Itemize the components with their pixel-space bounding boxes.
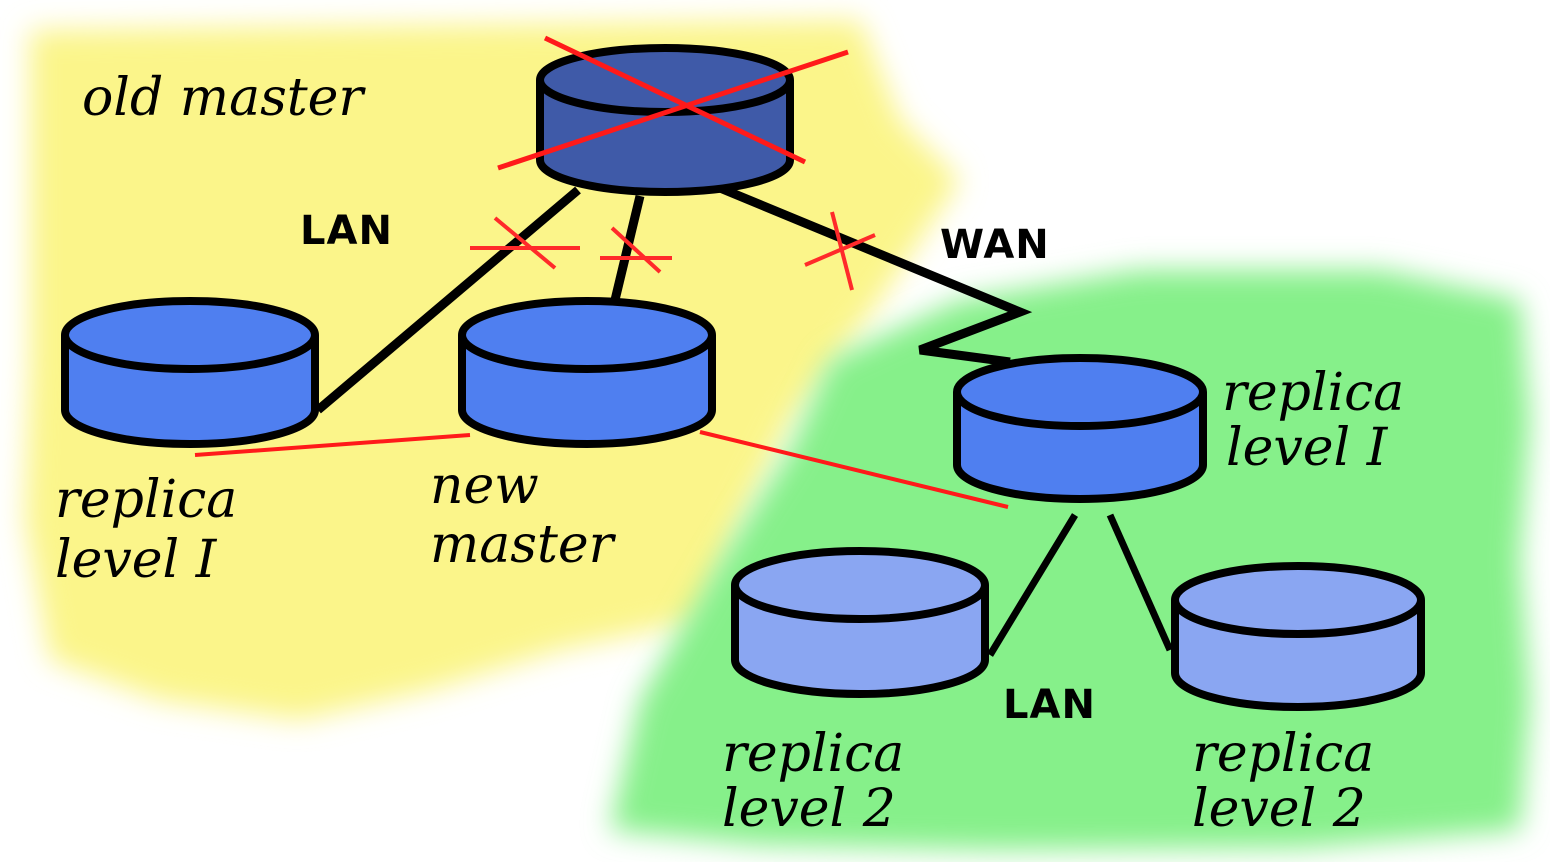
wan-link-old-to-replica-right [718,183,1033,367]
link-failure-mark-wan [804,211,876,291]
new-master-label-line2: master [430,515,617,575]
new-master-label-line1: new [430,456,539,516]
lan-label-top: LAN [300,208,393,254]
lan-link-replica-l1-to-l2-left [987,513,1078,657]
lan-label-bottom: LAN [1003,682,1096,728]
new-link-to-replica-left [194,433,471,457]
replica-level1-left-database-icon [61,297,319,448]
replica-level2-right-label-line1: replica [1192,724,1374,784]
link-failure-mark-middle [600,226,672,274]
replica-level1-right-database-icon [953,354,1207,503]
replica-level2-left-label-line1: replica [722,724,904,784]
replica-level2-right-label-line2: level 2 [1192,779,1366,839]
old-master-label: old master [82,68,366,128]
new-master-database-icon [458,297,716,448]
replica-level1-right-label-line2: level I [1226,418,1389,478]
link-failure-mark-left [470,216,580,270]
replica-level2-right-database-icon [1171,562,1425,711]
replica-level2-left-database-icon [731,547,989,698]
replica-level2-left-label-line2: level 2 [722,779,896,839]
lan-link-replica-l1-to-l2-right [1106,513,1174,652]
old-master-database-icon [536,44,794,196]
old-master-failure-cross [497,35,849,171]
wan-label: WAN [940,222,1050,268]
replica-level1-left-label-line1: replica [55,470,237,530]
lan-link-old-to-replica-left [315,186,581,414]
replica-level1-right-label-line1: replica [1222,363,1404,423]
replica-level1-left-label-line2: level I [55,530,218,590]
lan-link-old-to-new-master [610,194,645,302]
new-link-to-replica-right [699,430,1009,509]
